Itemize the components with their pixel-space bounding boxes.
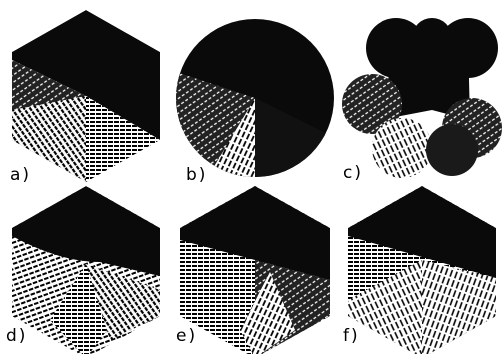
panel-a-figure — [12, 10, 160, 182]
panel-label-a: a) — [10, 165, 31, 185]
panel-c-figure — [342, 18, 502, 178]
panel-d-figure — [10, 184, 162, 354]
panel-label-c: c) — [343, 163, 363, 183]
panel-e-figure — [178, 184, 332, 354]
panel-b-figure — [170, 15, 340, 190]
panel-label-e: e) — [176, 326, 197, 346]
panel-label-b: b) — [186, 165, 207, 185]
panel-label-f: f) — [343, 326, 360, 346]
panel-label-d: d) — [6, 326, 27, 346]
panel-f-figure — [346, 184, 498, 354]
